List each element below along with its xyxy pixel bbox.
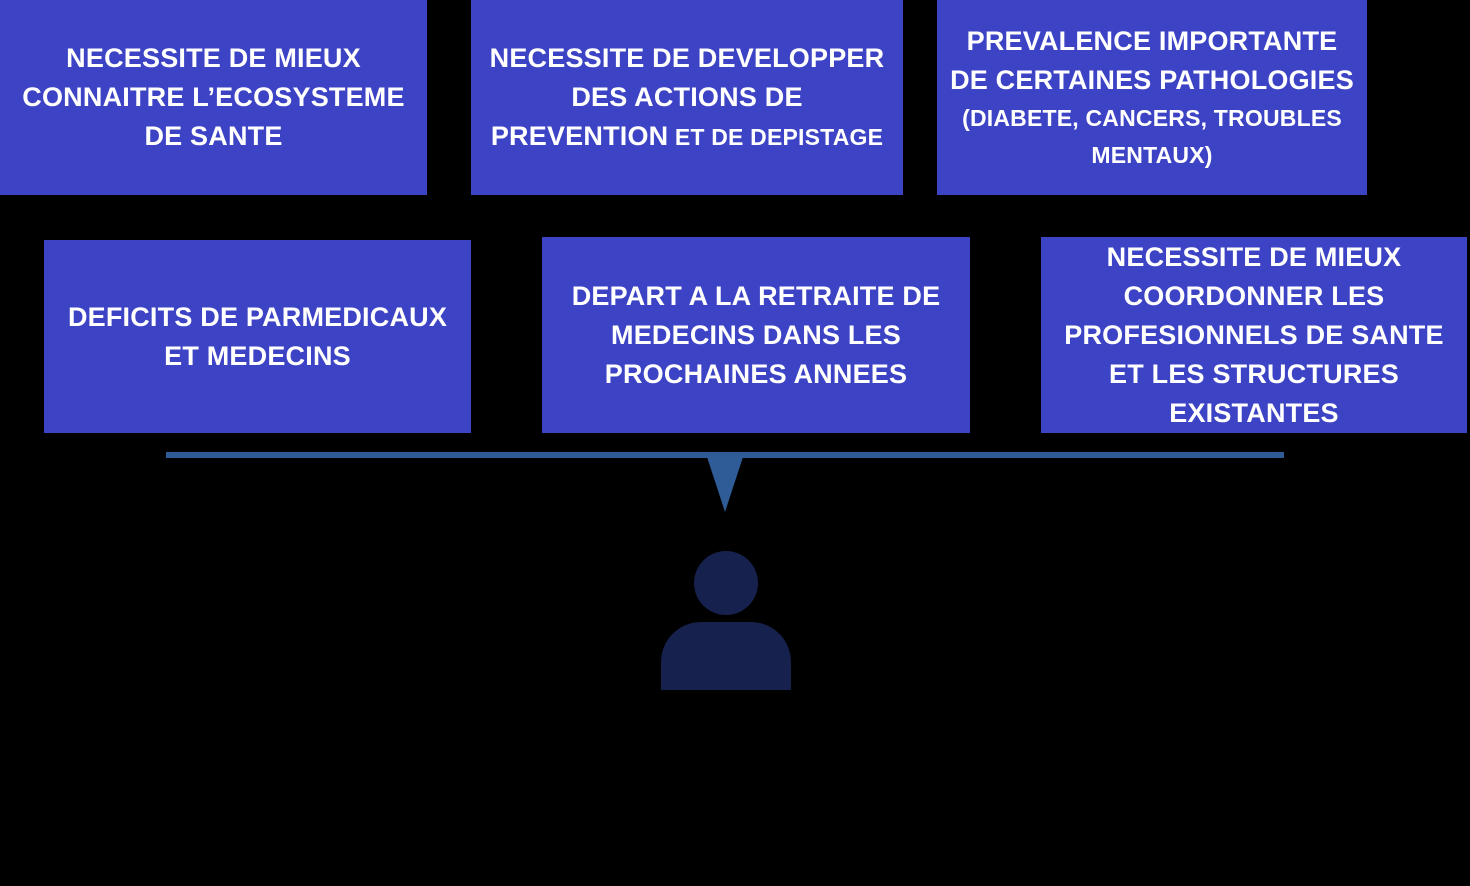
connector-line — [166, 452, 1284, 458]
factor-box-ecosystem-knowledge: NECESSITE DE MIEUX CONNAITRE L’ECOSYSTEM… — [0, 0, 427, 195]
box-line: ET LES STRUCTURES — [1109, 358, 1399, 389]
box-line: CONNAITRE L’ECOSYSTEME — [22, 82, 405, 112]
box-line: MENTAUX) — [1091, 141, 1213, 168]
box-line: NECESSITE DE MIEUX — [66, 43, 361, 73]
box-line: COORDONNER LES — [1123, 280, 1385, 311]
factor-box-prevention-actions: NECESSITE DE DEVELOPPER DES ACTIONS DE P… — [471, 0, 903, 195]
box-line: DE SANTE — [144, 121, 283, 151]
box-line: DEFICITS DE PARMEDICAUX — [67, 301, 448, 332]
person-body-shape — [661, 622, 791, 690]
person-head-shape — [694, 551, 758, 615]
box-line: DE CERTAINES PATHOLOGIES — [950, 64, 1354, 95]
factor-box-pathology-prevalence: PREVALENCE IMPORTANTE DE CERTAINES PATHO… — [937, 0, 1367, 195]
box-line: ET MEDECINS — [164, 340, 351, 371]
factor-box-staff-deficits: DEFICITS DE PARMEDICAUX ET MEDECINS — [44, 240, 471, 433]
box-line: PROCHAINES ANNEES — [604, 358, 908, 389]
box-line: DES ACTIONS DE — [571, 81, 803, 112]
box-line: PROFESIONNELS DE SANTE — [1064, 319, 1444, 350]
box-line-segment: ET DE DEPISTAGE — [674, 123, 884, 150]
box-line: DEPART A LA RETRAITE DE — [571, 280, 941, 311]
factor-box-doctor-retirement: DEPART A LA RETRAITE DE MEDECINS DANS LE… — [542, 237, 970, 433]
down-arrow-icon — [707, 457, 743, 512]
factor-box-coordination-need: NECESSITE DE MIEUX COORDONNER LES PROFES… — [1041, 237, 1467, 433]
box-line: NECESSITE DE MIEUX — [1106, 241, 1402, 272]
box-line: PREVALENCE IMPORTANTE — [966, 25, 1338, 56]
box-line: EXISTANTES — [1169, 397, 1339, 428]
box-line: NECESSITE DE DEVELOPPER — [489, 42, 885, 73]
box-line-segment: PREVENTION — [490, 120, 669, 151]
box-line: (DIABETE, CANCERS, TROUBLES — [962, 104, 1342, 131]
box-line: MEDECINS DANS LES — [611, 319, 901, 350]
